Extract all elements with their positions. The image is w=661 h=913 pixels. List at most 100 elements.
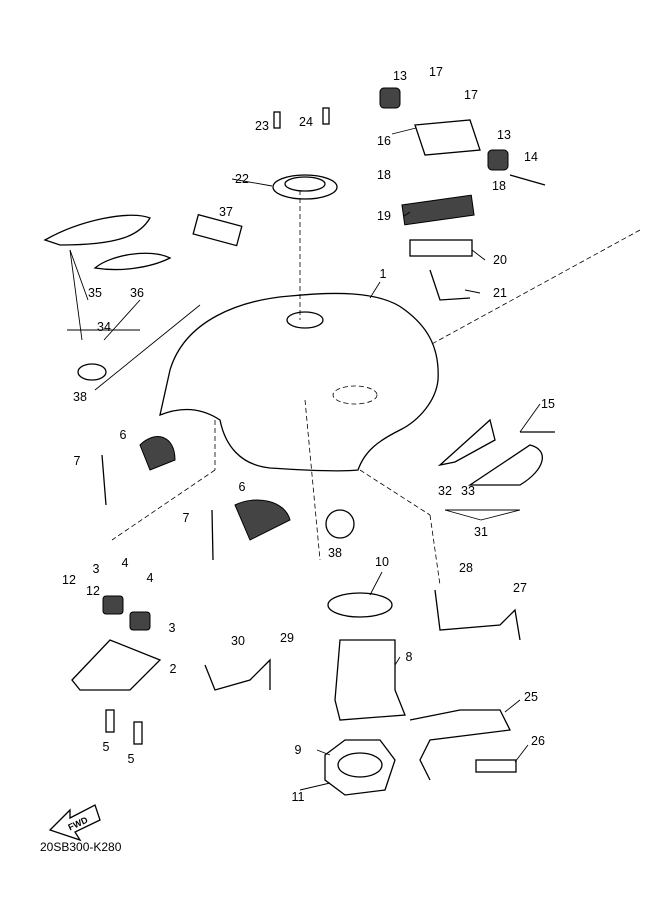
callout-4: 4	[121, 556, 129, 570]
callout-33: 33	[461, 484, 475, 498]
callout-18: 18	[492, 179, 506, 193]
hose-27	[434, 589, 521, 641]
callout-31: 31	[474, 525, 488, 539]
callout-36: 36	[130, 286, 144, 300]
fuel-tank-filler-opening	[286, 311, 324, 329]
side-cover-35	[43, 214, 151, 246]
leader-line	[369, 281, 381, 299]
bolt-5b	[133, 721, 143, 745]
callout-16: 16	[377, 134, 391, 148]
callout-15: 15	[541, 397, 555, 411]
leader-line	[94, 304, 201, 391]
leader-line	[519, 403, 541, 433]
callout-6: 6	[119, 428, 127, 442]
callout-12: 12	[62, 573, 76, 587]
callout-10: 10	[375, 555, 389, 569]
callout-28: 28	[459, 561, 473, 575]
callout-26: 26	[531, 734, 545, 748]
leader-line	[299, 782, 331, 791]
callout-8: 8	[405, 650, 413, 664]
leader-line	[403, 211, 411, 217]
leader-line	[471, 249, 486, 261]
callout-17: 17	[464, 88, 478, 102]
leader-line	[316, 749, 331, 756]
leader-line	[69, 249, 89, 301]
rubber-cover-6b	[234, 499, 291, 541]
assembly-line	[111, 469, 216, 541]
side-cover-36	[93, 252, 172, 271]
pad-38b	[325, 509, 355, 539]
callout-12: 12	[86, 584, 100, 598]
filler-cap	[272, 107, 338, 200]
fwd-arrow-icon: FWD	[48, 804, 101, 842]
callout-3: 3	[168, 621, 176, 635]
callout-7: 7	[182, 511, 190, 525]
leader-line	[504, 699, 521, 713]
callout-14: 14	[524, 150, 538, 164]
hose-29	[204, 658, 271, 691]
callout-34: 34	[97, 320, 111, 334]
cable-tie-7	[101, 454, 107, 506]
callout-29: 29	[280, 631, 294, 645]
callout-1: 1	[379, 267, 387, 281]
gasket-10	[327, 592, 393, 618]
callout-25: 25	[524, 690, 538, 704]
leader-line	[69, 249, 83, 341]
fuel-tank-pump-opening	[332, 385, 378, 405]
callout-11: 11	[291, 790, 305, 804]
callout-18: 18	[377, 168, 391, 182]
assembly-line	[304, 399, 321, 561]
callout-3: 3	[92, 562, 100, 576]
callout-2: 2	[169, 662, 177, 676]
damper-3	[102, 595, 124, 615]
callout-32: 32	[438, 484, 452, 498]
callout-24: 24	[299, 115, 313, 129]
leader-line	[391, 127, 417, 135]
mount-bracket	[379, 87, 555, 433]
callout-5: 5	[102, 740, 110, 754]
leader-line	[369, 571, 383, 596]
wire-harness-25	[409, 709, 511, 781]
callout-19: 19	[377, 209, 391, 223]
leader-line	[514, 744, 529, 763]
callout-9: 9	[294, 743, 302, 757]
cable-tie-7b	[211, 509, 214, 561]
callout-5: 5	[127, 752, 135, 766]
callout-13: 13	[393, 69, 407, 83]
callout-38: 38	[73, 390, 87, 404]
diagram-code: 20SB300-K280	[40, 840, 122, 854]
callout-27: 27	[513, 581, 527, 595]
callout-21: 21	[493, 286, 507, 300]
callout-6: 6	[238, 480, 246, 494]
callout-35: 35	[88, 286, 102, 300]
leader-line	[464, 289, 481, 294]
callout-4: 4	[146, 571, 154, 585]
pad-38	[77, 363, 107, 381]
callout-23: 23	[255, 119, 269, 133]
callout-13: 13	[497, 128, 511, 142]
label-37	[192, 213, 243, 247]
fuel-tank	[159, 292, 439, 472]
callout-22: 22	[235, 172, 249, 186]
callout-37: 37	[219, 205, 233, 219]
bracket-2	[71, 639, 162, 691]
damper-3b	[129, 611, 151, 631]
leader-lines	[67, 127, 641, 791]
callout-17: 17	[429, 65, 443, 79]
assembly-line	[359, 469, 431, 516]
leader-line	[394, 656, 401, 666]
connector-26	[475, 759, 517, 773]
side-cover-32-33	[437, 418, 543, 486]
callout-30: 30	[231, 634, 245, 648]
leader-line	[480, 509, 521, 521]
leader-line	[231, 178, 273, 187]
callout-38: 38	[328, 546, 342, 560]
leader-line	[444, 509, 482, 521]
bolt-5	[105, 709, 115, 733]
fuel-pump-8	[334, 639, 406, 721]
leader-line	[103, 299, 141, 341]
callout-20: 20	[493, 253, 507, 267]
assembly-line	[429, 514, 441, 586]
rubber-cover-6	[139, 436, 176, 471]
